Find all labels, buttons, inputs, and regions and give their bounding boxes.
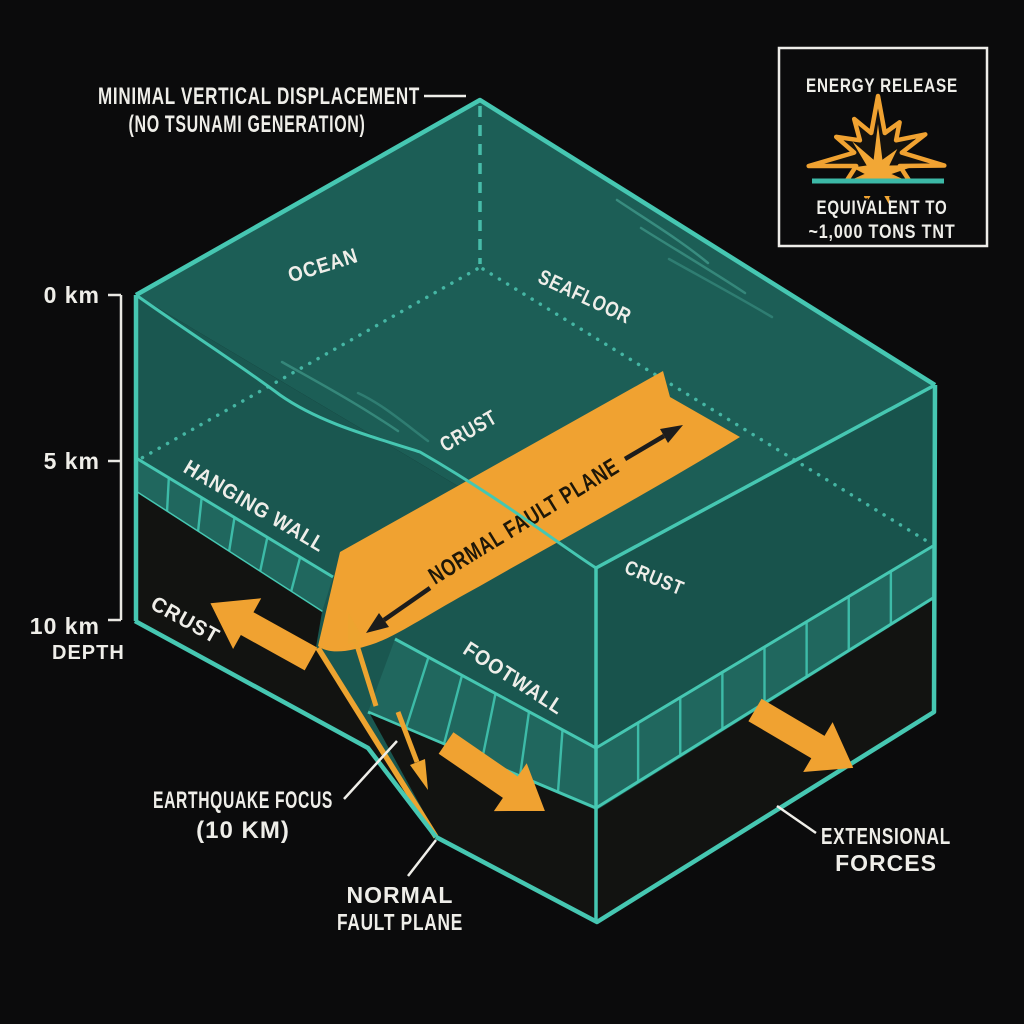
fault-plane-label-line2: FAULT PLANE (337, 909, 463, 935)
extension-arrows (210, 598, 854, 812)
fault-plane-surface (318, 371, 740, 652)
explosion-baseline-mask (792, 183, 974, 196)
slip-arrow-left-shaft (382, 586, 432, 622)
footwall-crust-band-front (368, 639, 596, 808)
earthquake-focus-pointer-line (343, 740, 398, 800)
fault-slip-half-arrows (348, 612, 428, 790)
footwall-front-hatch-ticks (404, 656, 564, 793)
earthquake-focus-annotation: EARTHQUAKE FOCUS (10 KM) (153, 740, 398, 844)
hanging-wall-hatch-ticks (165, 477, 302, 593)
crust-hatch-ticks (165, 477, 893, 793)
block-outlines (133, 97, 938, 925)
fault-plane-annotation: NORMAL FAULT PLANE (337, 839, 463, 935)
extension-arrow-right-icon (748, 698, 854, 773)
energy-box-equivalence-line2: ~1,000 TONS TNT (809, 222, 956, 243)
displacement-annotation: MINIMAL VERTICAL DISPLACEMENT (NO TSUNAM… (98, 83, 466, 138)
seafloor-hidden-edge-right-dotted (481, 267, 932, 545)
half-arrow-down-head-icon (410, 759, 428, 790)
fault-plane-line (315, 646, 439, 839)
depth-axis-label: DEPTH (52, 642, 125, 664)
slip-arrow-right-shaft (623, 434, 666, 461)
hanging-wall-crust-band (136, 458, 333, 612)
fault-plane-pointer-line (407, 839, 437, 877)
footwall-right-hatch-ticks (636, 571, 893, 782)
energy-box-title: ENERGY RELEASE (806, 76, 958, 97)
energy-box-equivalence-line1: EQUIVALENT TO (817, 198, 948, 219)
extensional-forces-line2: FORCES (835, 850, 937, 876)
half-arrow-up-shaft (353, 641, 379, 707)
extension-arrow-left-icon (210, 598, 318, 671)
explosion-burst-icon (792, 93, 974, 208)
displacement-note-line2: (NO TSUNAMI GENERATION) (129, 111, 366, 138)
fault-plane-label-line1: NORMAL (347, 882, 454, 908)
half-arrow-down-shaft (395, 711, 420, 763)
extensional-forces-line1: EXTENSIONAL (821, 823, 951, 849)
extension-arrow-middle-icon (438, 732, 545, 812)
earthquake-focus-line1: EARTHQUAKE FOCUS (153, 787, 333, 814)
seafloor-hidden-edge-left-dotted (138, 267, 479, 461)
depth-label-5km: 5 km (44, 448, 100, 474)
hidden-edges (138, 106, 932, 545)
seafloor-step-edge (135, 293, 597, 570)
extensional-forces-pointer-line (776, 804, 817, 835)
earthquake-focus-line2: (10 KM) (196, 817, 290, 844)
footwall-front-shadow-face (370, 714, 596, 921)
half-arrow-up-head-icon (348, 612, 364, 644)
slip-arrow-left-head-icon (366, 613, 389, 633)
slip-direction-arrows (366, 425, 683, 633)
depth-label-10km: 10 km (30, 613, 100, 639)
slip-arrow-right-head-icon (660, 425, 683, 443)
depth-label-0km: 0 km (44, 282, 100, 308)
displacement-note-line1: MINIMAL VERTICAL DISPLACEMENT (98, 83, 420, 110)
fault-trace (315, 612, 439, 839)
depth-scale: 0 km 5 km 10 km DEPTH (30, 282, 125, 664)
energy-release-box: ENERGY RELEASE EQUIVALENT TO ~1,000 TONS… (777, 46, 989, 248)
water-ripple-icon (280, 198, 774, 443)
extensional-forces-annotation: EXTENSIONAL FORCES (776, 804, 951, 876)
explosion-inner-star (846, 124, 918, 208)
hanging-wall-shadow-face (135, 492, 436, 837)
ocean-surface-face (136, 100, 935, 568)
footwall-right-shadow-face (597, 600, 933, 921)
